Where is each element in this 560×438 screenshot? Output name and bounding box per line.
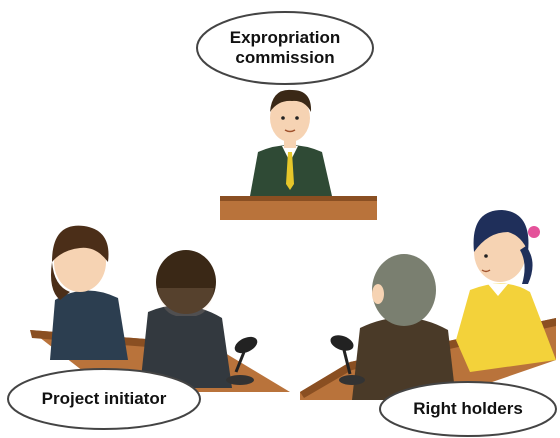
- microphone-icon: [226, 336, 258, 385]
- commissioner-figure: [250, 89, 332, 196]
- right-holder-person-man: [352, 254, 456, 400]
- project-initiator-person-back: [50, 225, 128, 360]
- project-initiator-bubble: [7, 368, 201, 430]
- microphone-icon: [330, 335, 365, 385]
- project-initiator-person-front: [140, 250, 232, 388]
- expropriation-commission-bubble: [196, 11, 374, 85]
- right-holder-person-woman: [456, 210, 556, 372]
- commission-desk: [220, 196, 377, 220]
- right-holders-bubble: [379, 381, 557, 437]
